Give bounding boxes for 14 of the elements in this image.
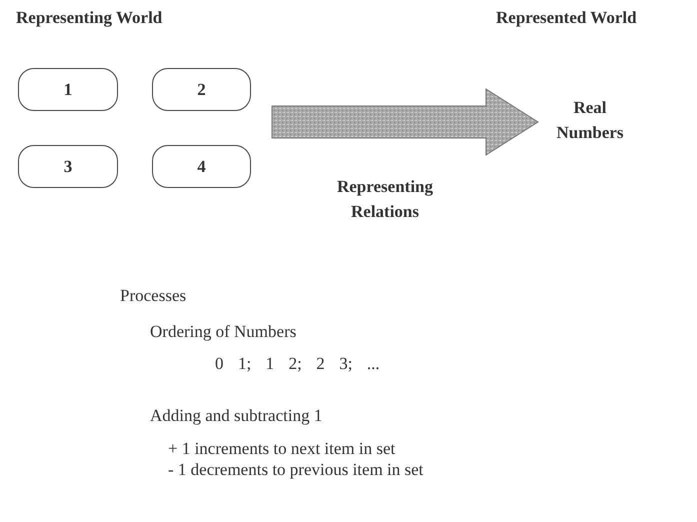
subheading: Ordering of Numbers [150,322,296,342]
rounded-box: 3 [18,145,118,188]
rounded-box: 1 [18,68,118,111]
sequence-text: 0 1; 1 2; 2 3; ... [215,354,380,374]
note-text: + 1 increments to next item in set [168,439,396,459]
heading: Represented World [496,8,637,28]
node-text: Real Numbers [542,94,638,148]
rounded-box: 2 [152,68,251,111]
subheading: Adding and subtracting 1 [150,406,322,426]
section-heading: Processes [120,286,186,306]
note-text: - 1 decrements to previous item in set [168,460,424,480]
rounded-box: 4 [152,145,251,188]
heading: Representing World [16,8,162,28]
block-arrow [272,88,539,156]
